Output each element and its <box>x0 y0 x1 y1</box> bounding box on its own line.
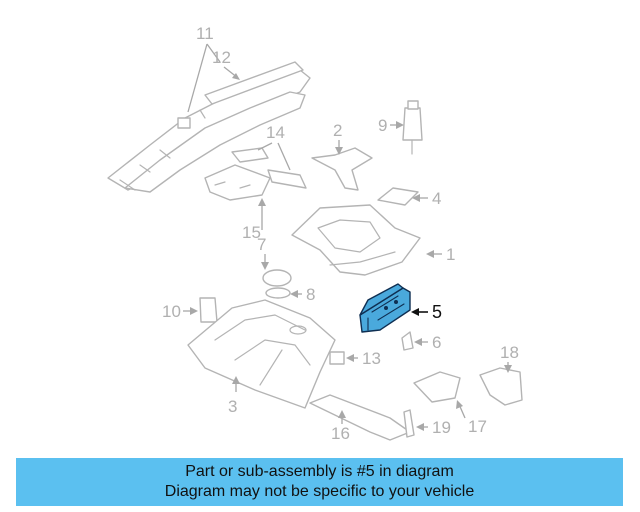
callout-18: 18 <box>500 343 519 373</box>
svg-text:17: 17 <box>468 417 487 436</box>
part-6-clip <box>401 331 414 351</box>
callout-19: 19 <box>416 418 451 437</box>
part-16-rail <box>309 394 411 441</box>
svg-text:10: 10 <box>162 302 181 321</box>
callout-1: 1 <box>426 245 455 264</box>
callout-8: 8 <box>290 285 315 304</box>
callout-12: 12 <box>212 48 240 80</box>
part-1-rear-floor <box>291 204 421 276</box>
svg-text:2: 2 <box>333 121 342 140</box>
part-4-plate <box>377 187 419 206</box>
callout-16: 16 <box>331 410 350 443</box>
svg-text:9: 9 <box>378 116 387 135</box>
part-5-highlighted[interactable] <box>359 283 411 333</box>
svg-text:15: 15 <box>242 223 261 242</box>
part-14-brackets <box>231 147 307 189</box>
svg-text:3: 3 <box>228 397 237 416</box>
banner-line-2: Diagram may not be specific to your vehi… <box>164 483 475 500</box>
part-7-plug <box>262 269 292 287</box>
part-13-clip <box>329 351 345 365</box>
callout-17: 17 <box>456 400 487 436</box>
info-banner: Part or sub-assembly is #5 in diagram Di… <box>16 458 623 506</box>
callout-5: 5 <box>411 302 442 322</box>
banner-line-1: Part or sub-assembly is #5 in diagram <box>185 463 454 480</box>
svg-text:6: 6 <box>432 333 441 352</box>
svg-text:11: 11 <box>196 24 214 43</box>
callout-2: 2 <box>333 121 343 155</box>
callout-6: 6 <box>414 333 441 352</box>
part-8-plug <box>265 287 291 299</box>
svg-text:4: 4 <box>432 189 441 208</box>
callout-3: 3 <box>228 376 240 416</box>
part-15-bracket <box>204 164 271 201</box>
part-10-bracket <box>199 297 218 323</box>
svg-text:13: 13 <box>362 349 381 368</box>
parts-diagram: 11 12 14 15 2 9 <box>107 24 523 443</box>
svg-text:8: 8 <box>306 285 315 304</box>
svg-text:1: 1 <box>446 245 455 264</box>
callout-13: 13 <box>346 349 381 368</box>
callout-7: 7 <box>257 235 269 270</box>
svg-text:12: 12 <box>212 48 231 67</box>
svg-text:7: 7 <box>257 235 266 254</box>
callout-15: 15 <box>242 198 266 242</box>
svg-text:16: 16 <box>331 424 350 443</box>
part-17-panel <box>413 371 461 403</box>
part-19-clip <box>403 409 415 438</box>
svg-text:19: 19 <box>432 418 451 437</box>
part-frame-rail <box>107 61 311 193</box>
svg-text:5: 5 <box>432 302 442 322</box>
callout-10: 10 <box>162 302 198 321</box>
callout-14: 14 <box>257 123 291 171</box>
part-3-main-floor <box>187 299 336 409</box>
callout-4: 4 <box>412 189 441 208</box>
callout-9: 9 <box>378 116 404 135</box>
svg-text:14: 14 <box>266 123 285 142</box>
part-18-panel <box>479 367 523 406</box>
callout-11: 11 <box>187 24 221 113</box>
part-2-bracket <box>311 147 373 191</box>
part-9-jack <box>402 100 423 155</box>
svg-text:18: 18 <box>500 343 519 362</box>
